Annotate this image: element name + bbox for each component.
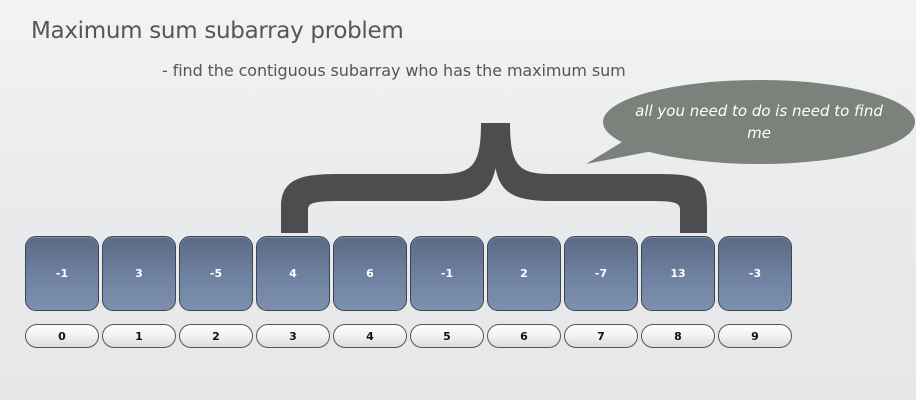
index-label: 6 (520, 329, 528, 343)
array-cell-value: 2 (520, 267, 528, 280)
index-label: 8 (674, 329, 682, 343)
index-pill: 3 (256, 324, 330, 348)
index-pill: 2 (179, 324, 253, 348)
index-pill: 5 (410, 324, 484, 348)
index-label: 1 (135, 329, 143, 343)
array-cell-value: 4 (289, 267, 297, 280)
bubble-text: all you need to do is need to find me (635, 102, 883, 142)
index-pill: 9 (718, 324, 792, 348)
brace-shape (281, 123, 707, 233)
array-cell: 3 (102, 236, 176, 311)
array-cell-value: 6 (366, 267, 374, 280)
slide-subtitle: - find the contiguous subarray who has t… (162, 61, 626, 80)
index-label: 2 (212, 329, 220, 343)
array-cell-value: -3 (748, 267, 762, 280)
array-cell-value: 13 (670, 267, 686, 280)
array-cell: -1 (25, 236, 99, 311)
array-cell-value: -5 (209, 267, 223, 280)
index-label: 3 (289, 329, 297, 343)
index-pill: 6 (487, 324, 561, 348)
array-cell-value: 3 (135, 267, 143, 280)
slide-title: Maximum sum subarray problem (31, 18, 404, 44)
array-cell: 13 (641, 236, 715, 311)
array-cell: 6 (333, 236, 407, 311)
index-pill: 8 (641, 324, 715, 348)
index-label: 5 (443, 329, 451, 343)
index-label: 0 (58, 329, 66, 343)
index-pill: 4 (333, 324, 407, 348)
index-pill: 1 (102, 324, 176, 348)
array-cell-value: -1 (440, 267, 454, 280)
array-cell: 2 (487, 236, 561, 311)
index-label: 4 (366, 329, 374, 343)
array-cell: -1 (410, 236, 484, 311)
array-cell-value: -7 (594, 267, 608, 280)
index-label: 9 (751, 329, 759, 343)
index-pill: 7 (564, 324, 638, 348)
array-cell: 4 (256, 236, 330, 311)
array-cell: -5 (179, 236, 253, 311)
index-pill: 0 (25, 324, 99, 348)
bubble-body (603, 80, 915, 164)
index-label: 7 (597, 329, 605, 343)
array-cell: -7 (564, 236, 638, 311)
array-cell-value: -1 (55, 267, 69, 280)
array-cell: -3 (718, 236, 792, 311)
